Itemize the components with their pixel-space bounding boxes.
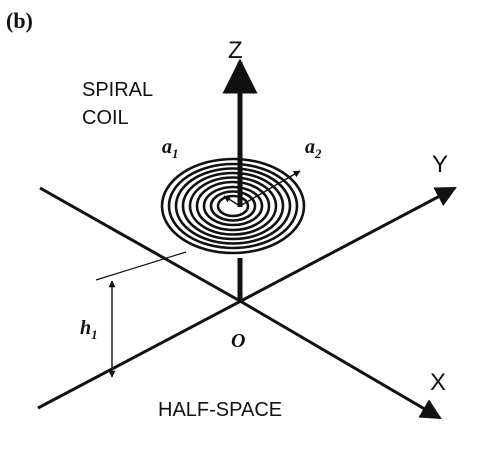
coil-label: SPIRAL — [82, 79, 153, 101]
y-axis-label: Y — [432, 151, 448, 178]
coil-ring — [160, 157, 306, 255]
inner-radius-label: a1 — [162, 136, 179, 161]
inner-radius-arrow — [223, 195, 241, 207]
panel-label: (b) — [6, 8, 33, 33]
height-label: h1 — [80, 317, 98, 342]
coil-ring — [174, 167, 292, 245]
coil-ring — [216, 194, 250, 218]
coil-ring — [188, 176, 278, 236]
coil-ring — [209, 190, 257, 222]
origin-label: O — [231, 330, 245, 352]
z-axis-label: Z — [228, 37, 243, 64]
coil-ring — [167, 162, 299, 250]
x-axis-back-segment — [39, 186, 241, 303]
y-axis-line — [37, 186, 457, 410]
outer-radius-label: a2 — [305, 136, 322, 161]
region-label: HALF-SPACE — [158, 399, 282, 421]
x-axis-line — [239, 299, 442, 420]
coil-ring — [195, 180, 271, 232]
coil-ring — [202, 185, 264, 227]
outer-radius-arrow — [239, 170, 301, 207]
height-reference-line — [95, 251, 187, 281]
x-axis-label: X — [430, 369, 446, 396]
coil-ring — [181, 171, 285, 241]
spiral-coil — [160, 157, 306, 255]
coil-label: COIL — [82, 107, 129, 129]
